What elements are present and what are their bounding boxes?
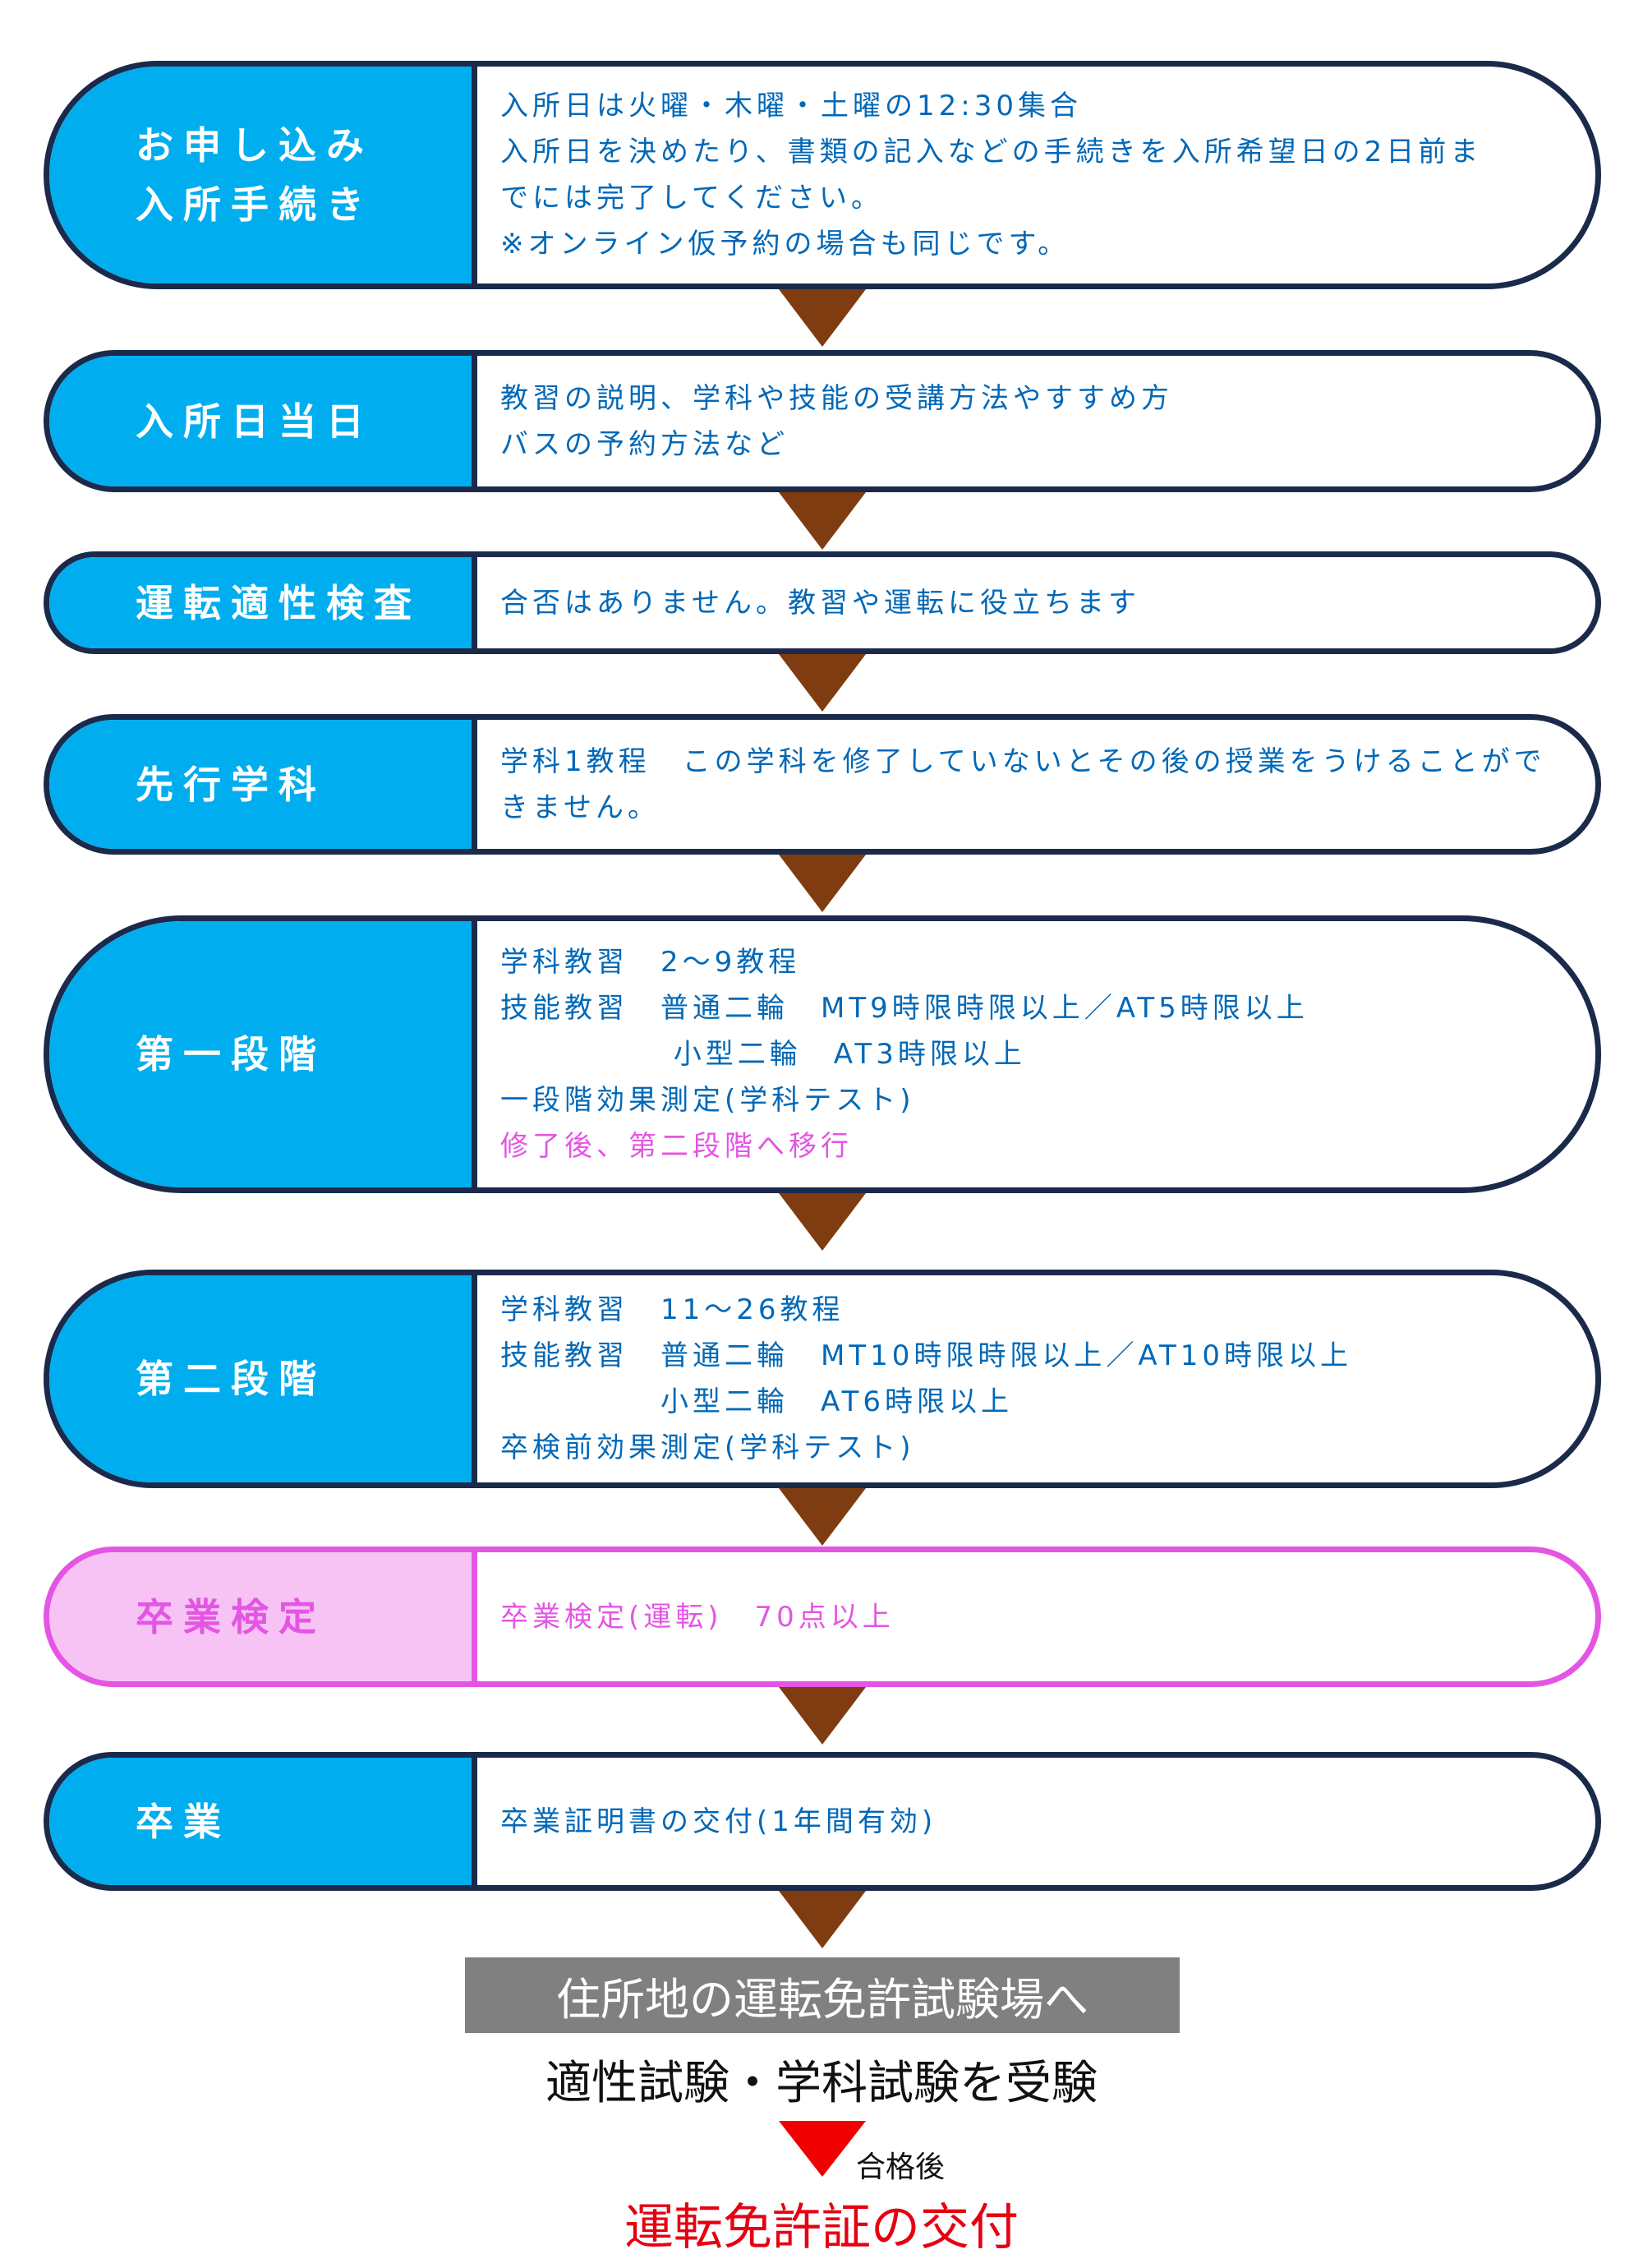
body-line: 技能教習 普通二輪 MT9時限時限以上／AT5時限以上 (500, 992, 1309, 1025)
body-line: 技能教習 普通二輪 MT10時限時限以上／AT10時限以上 (500, 1339, 1353, 1372)
step-body: 入所日は火曜・木曜・土曜の12:30集合 入所日を決めたり、書類の記入などの手続… (477, 67, 1595, 284)
step-body: 学科教習 11～26教程 技能教習 普通二輪 MT10時限時限以上／AT10時限… (477, 1275, 1595, 1482)
body-line: 学科教習 11～26教程 (500, 1293, 845, 1326)
body-line: 入所日を決めたり、書類の記入などの手続きを入所希望日の2日前ま (500, 136, 1483, 168)
step-aptitude-test: 運転適性検査 合否はありません。教習や運転に役立ちます (44, 551, 1601, 654)
step-application: お申し込み 入所手続き 入所日は火曜・木曜・土曜の12:30集合 入所日を決めた… (44, 61, 1601, 289)
down-arrow-icon (779, 654, 866, 712)
body-line: 一段階効果測定(学科テスト) (500, 1084, 915, 1117)
step-preliminary-course: 先行学科 学科1教程 この学科を修了していないとその後の授業をうけることがで き… (44, 714, 1601, 855)
step-label: 卒業検定 (49, 1552, 477, 1681)
down-arrow-icon (779, 1193, 866, 1251)
body-line: 入所日は火曜・木曜・土曜の12:30集合 (500, 90, 1082, 122)
body-line: 卒業検定(運転) 70点以上 (500, 1600, 895, 1634)
body-line: バスの予約方法など (500, 427, 789, 461)
label-line: 先行学科 (136, 762, 326, 807)
step-entry-day: 入所日当日 教習の説明、学科や技能の受講方法やすすめ方 バスの予約方法など (44, 350, 1601, 492)
step-label: 第一段階 (49, 921, 477, 1187)
label-line: お申し込み (136, 123, 374, 168)
label-line: 卒業 (136, 1799, 231, 1844)
body-line: 卒業証明書の交付(1年間有効) (500, 1805, 937, 1838)
body-line: きません。 (500, 791, 660, 824)
test-center-banner: 住所地の運転免許試験場へ (465, 1957, 1180, 2033)
step-label: 入所日当日 (49, 356, 477, 486)
step-body: 教習の説明、学科や技能の受講方法やすすめ方 バスの予約方法など (477, 356, 1595, 486)
label-line: 第二段階 (136, 1357, 326, 1401)
body-line: 卒検前効果測定(学科テスト) (500, 1431, 915, 1464)
step-label: お申し込み 入所手続き (49, 67, 477, 284)
down-arrow-icon (779, 1687, 866, 1745)
body-line-highlight: 修了後、第二段階へ移行 (500, 1130, 853, 1163)
body-line: 小型二輪 AT6時限以上 (500, 1385, 1014, 1418)
down-arrow-icon (779, 1488, 866, 1546)
label-line: 卒業検定 (136, 1594, 326, 1639)
body-line: 学科教習 2～9教程 (500, 946, 801, 979)
body-line: 学科1教程 この学科を修了していないとその後の授業をうけることがで (500, 744, 1546, 778)
body-line: 合否はありません。教習や運転に役立ちます (500, 586, 1140, 620)
step-body: 合否はありません。教習や運転に役立ちます (477, 557, 1595, 648)
red-down-arrow-icon (779, 2121, 866, 2177)
step-first-stage: 第一段階 学科教習 2～9教程 技能教習 普通二輪 MT9時限時限以上／AT5時… (44, 915, 1601, 1193)
step-label: 第二段階 (49, 1275, 477, 1482)
step-graduation-test: 卒業検定 卒業検定(運転) 70点以上 (44, 1547, 1601, 1687)
body-line: でには完了してください。 (500, 182, 883, 214)
down-arrow-icon (779, 1891, 866, 1948)
down-arrow-icon (779, 492, 866, 550)
body-line: 教習の説明、学科や技能の受講方法やすすめ方 (500, 381, 1173, 415)
down-arrow-icon (779, 289, 866, 347)
license-issue-text: 運転免許証の交付 (624, 2199, 1019, 2256)
body-line: ※オンライン仮予約の場合も同じです。 (500, 228, 1070, 260)
step-label: 運転適性検査 (49, 557, 477, 648)
body-line: 小型二輪 AT3時限以上 (500, 1038, 1026, 1071)
label-line: 入所日当日 (136, 399, 374, 444)
step-label: 先行学科 (49, 720, 477, 849)
label-line: 第一段階 (136, 1032, 326, 1076)
step-label: 卒業 (49, 1758, 477, 1885)
step-second-stage: 第二段階 学科教習 11～26教程 技能教習 普通二輪 MT10時限時限以上／A… (44, 1270, 1601, 1488)
exam-text: 適性試験・学科試験を受験 (545, 2057, 1098, 2110)
down-arrow-icon (779, 855, 866, 912)
step-body: 学科1教程 この学科を修了していないとその後の授業をうけることがで きません。 (477, 720, 1595, 849)
step-body: 卒業証明書の交付(1年間有効) (477, 1758, 1595, 1885)
label-line: 運転適性検査 (136, 580, 421, 625)
step-body: 学科教習 2～9教程 技能教習 普通二輪 MT9時限時限以上／AT5時限以上 小… (477, 921, 1595, 1187)
step-body: 卒業検定(運転) 70点以上 (477, 1552, 1595, 1681)
step-graduation: 卒業 卒業証明書の交付(1年間有効) (44, 1752, 1601, 1891)
pass-label: 合格後 (856, 2150, 946, 2184)
label-line: 入所手続き (136, 182, 374, 227)
